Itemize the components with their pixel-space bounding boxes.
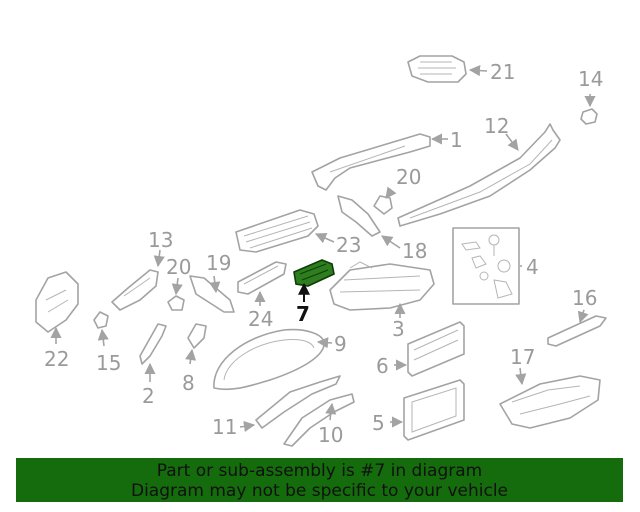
- disclaimer-line-2: Diagram may not be specific to your vehi…: [130, 481, 508, 501]
- part-19-side-trim[interactable]: 19: [189, 251, 235, 313]
- part-6-glovebox-panel[interactable]: 6: [376, 321, 465, 378]
- parts-diagram: 21 14 1 12 20 18 23: [35, 55, 607, 447]
- callout-7: 7: [296, 302, 310, 326]
- callout-6: 6: [376, 354, 389, 378]
- part-15-clip[interactable]: 15: [93, 311, 121, 375]
- part-20-bracket-upper[interactable]: 20: [373, 165, 421, 215]
- callout-2: 2: [142, 384, 155, 408]
- disclaimer-banner: Part or sub-assembly is #7 in diagram Di…: [16, 458, 623, 502]
- callout-17: 17: [510, 345, 535, 369]
- part-14-clip[interactable]: 14: [578, 67, 603, 125]
- part-3-center-housing[interactable]: 3: [329, 261, 435, 341]
- callout-24: 24: [248, 307, 273, 331]
- part-2-trim[interactable]: 2: [139, 323, 167, 408]
- callout-20-upper: 20: [396, 165, 421, 189]
- part-10-cover[interactable]: 10: [283, 393, 355, 447]
- part-1-upper-trim[interactable]: 1: [311, 128, 463, 191]
- callout-13: 13: [148, 228, 173, 252]
- part-23-dash-vent[interactable]: 23: [235, 209, 361, 257]
- callout-22: 22: [44, 347, 69, 371]
- part-24-bezel[interactable]: 24: [237, 261, 287, 331]
- callout-14: 14: [578, 67, 603, 91]
- callout-4: 4: [526, 255, 539, 279]
- callout-5: 5: [372, 411, 385, 435]
- callout-12: 12: [484, 114, 509, 138]
- callout-3: 3: [392, 317, 405, 341]
- part-12-dash-strip[interactable]: 12: [397, 114, 561, 227]
- disclaimer-line-1: Part or sub-assembly is #7 in diagram: [156, 461, 483, 481]
- part-8-bracket[interactable]: 8: [182, 323, 207, 395]
- part-21-center-vent[interactable]: 21: [407, 55, 515, 84]
- part-4-fasteners[interactable]: 4: [452, 227, 539, 305]
- part-20-clip-lower[interactable]: 20: [166, 255, 191, 311]
- callout-21: 21: [490, 60, 515, 84]
- callout-15: 15: [96, 351, 121, 375]
- part-9-cluster-bezel[interactable]: 9: [213, 328, 347, 391]
- callout-1: 1: [450, 128, 463, 152]
- part-22-knee-trim[interactable]: 22: [35, 271, 79, 371]
- callout-19: 19: [206, 251, 231, 275]
- part-17-lower-console[interactable]: 17: [499, 345, 601, 429]
- callout-8: 8: [182, 371, 195, 395]
- callout-23: 23: [336, 233, 361, 257]
- part-16-strip[interactable]: 16: [547, 286, 607, 347]
- part-7-highlighted[interactable]: 7: [293, 259, 335, 326]
- callout-16: 16: [572, 286, 597, 310]
- part-13-panel[interactable]: 13: [111, 228, 173, 311]
- part-18-side-panel[interactable]: 18: [337, 195, 427, 263]
- callout-10: 10: [318, 423, 343, 447]
- callout-18: 18: [402, 239, 427, 263]
- callout-9: 9: [334, 332, 347, 356]
- part-5-frame[interactable]: 5: [372, 379, 465, 441]
- part-11-frame[interactable]: 11: [212, 375, 341, 439]
- callout-11: 11: [212, 415, 237, 439]
- callout-20-lower: 20: [166, 255, 191, 279]
